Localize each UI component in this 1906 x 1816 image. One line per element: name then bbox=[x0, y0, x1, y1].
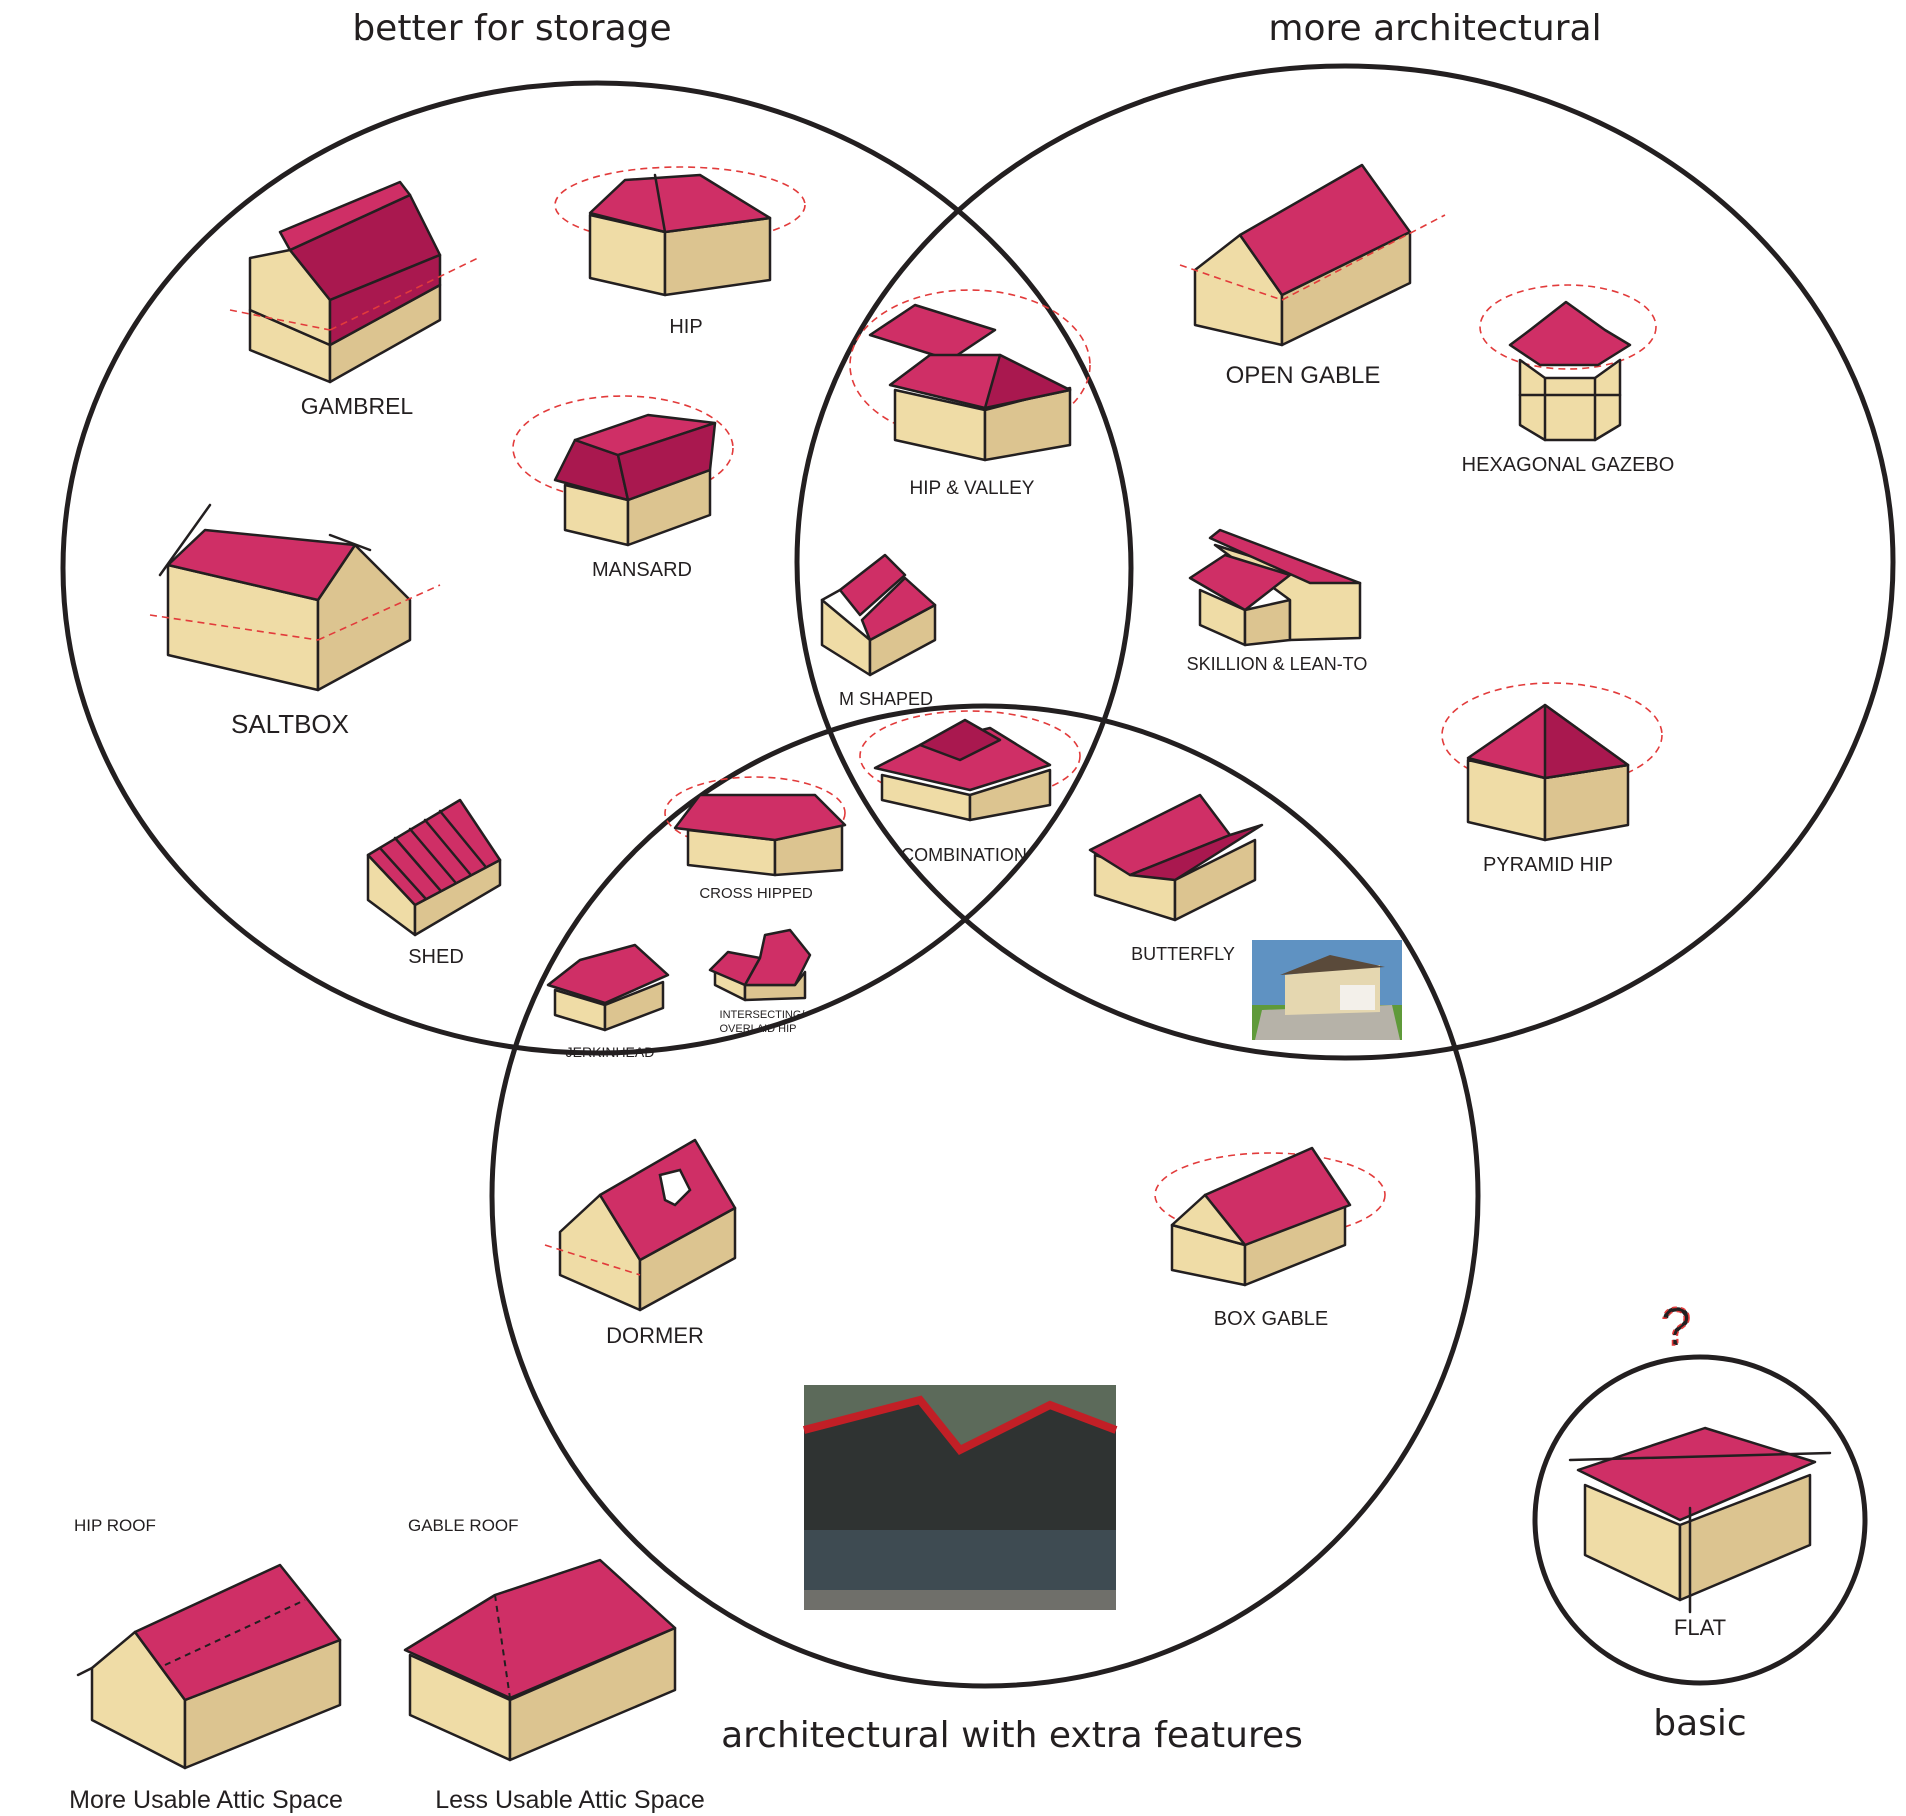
circle-basic bbox=[1532, 1354, 1868, 1686]
butterfly-house-photo bbox=[1252, 940, 1402, 1040]
title-better-for-storage: better for storage bbox=[352, 8, 671, 49]
label-pyramid-hip: PYRAMID HIP bbox=[1483, 854, 1613, 876]
cross-hipped-roof-illustration bbox=[664, 776, 847, 877]
circle-better-for-storage bbox=[60, 80, 1134, 1056]
label-cross-hipped: CROSS HIPPED bbox=[699, 885, 813, 902]
m-shaped-roof-illustration bbox=[820, 553, 937, 677]
skillion-lean-to-illustration bbox=[1188, 528, 1362, 647]
question-mark: ? bbox=[1661, 1297, 1691, 1357]
label-box-gable: BOX GABLE bbox=[1214, 1308, 1329, 1330]
label-skillion: SKILLION & LEAN-TO bbox=[1187, 654, 1368, 674]
label-butterfly: BUTTERFLY bbox=[1131, 944, 1235, 964]
label-jerkinhead: JERKINHEAD bbox=[566, 1044, 655, 1060]
circle-more-architectural bbox=[794, 63, 1896, 1061]
modern-building-photo bbox=[802, 1385, 1118, 1610]
label-hip: HIP bbox=[669, 316, 702, 338]
title-more-architectural: more architectural bbox=[1268, 8, 1601, 49]
open-gable-roof-illustration bbox=[1179, 163, 1446, 347]
label-more-usable-attic: More Usable Attic Space bbox=[69, 1786, 343, 1814]
label-shed: SHED bbox=[408, 946, 464, 968]
label-dormer: DORMER bbox=[606, 1323, 704, 1348]
saltbox-roof-illustration bbox=[149, 503, 441, 692]
label-less-usable-attic: Less Usable Attic Space bbox=[435, 1786, 705, 1814]
label-m-shaped: M SHAPED bbox=[839, 689, 933, 709]
butterfly-roof-illustration bbox=[1088, 793, 1264, 922]
flat-roof-illustration bbox=[1568, 1426, 1832, 1614]
label-saltbox: SALTBOX bbox=[231, 709, 349, 739]
title-basic: basic bbox=[1653, 1703, 1746, 1744]
label-mansard: MANSARD bbox=[592, 559, 692, 581]
label-gambrel: GAMBREL bbox=[301, 393, 414, 419]
label-hip-valley: HIP & VALLEY bbox=[910, 478, 1035, 499]
label-flat: FLAT bbox=[1674, 1615, 1726, 1640]
intersecting-hip-illustration bbox=[708, 928, 812, 1002]
dormer-roof-illustration bbox=[544, 1138, 737, 1312]
gable-roof-comparison-illustration bbox=[403, 1558, 677, 1762]
box-gable-roof-illustration bbox=[1154, 1146, 1386, 1287]
shed-roof-illustration bbox=[366, 798, 502, 937]
circle-architectural-extra bbox=[489, 703, 1481, 1689]
pyramid-hip-illustration bbox=[1441, 682, 1663, 842]
label-hexagonal-gazebo: HEXAGONAL GAZEBO bbox=[1462, 454, 1675, 476]
label-intersecting-2: OVERLAID HIP bbox=[719, 1023, 796, 1035]
hip-valley-roof-illustration bbox=[849, 289, 1091, 462]
mansard-roof-illustration bbox=[512, 395, 734, 547]
combination-roof-illustration bbox=[859, 710, 1081, 822]
hip-roof-illustration bbox=[554, 166, 806, 297]
title-architectural-extra: architectural with extra features bbox=[721, 1715, 1303, 1756]
label-combination: COMBINATION bbox=[901, 845, 1027, 865]
label-gable-roof-title: GABLE ROOF bbox=[408, 1516, 519, 1535]
label-hip-roof-title: HIP ROOF bbox=[74, 1516, 156, 1535]
hexagonal-gazebo-illustration bbox=[1479, 284, 1657, 442]
jerkinhead-roof-illustration bbox=[546, 943, 670, 1032]
gambrel-roof-illustration bbox=[229, 180, 479, 384]
label-open-gable: OPEN GABLE bbox=[1226, 362, 1381, 389]
hip-roof-comparison-illustration bbox=[76, 1563, 342, 1770]
label-intersecting-1: INTERSECTING/ bbox=[720, 1009, 806, 1021]
